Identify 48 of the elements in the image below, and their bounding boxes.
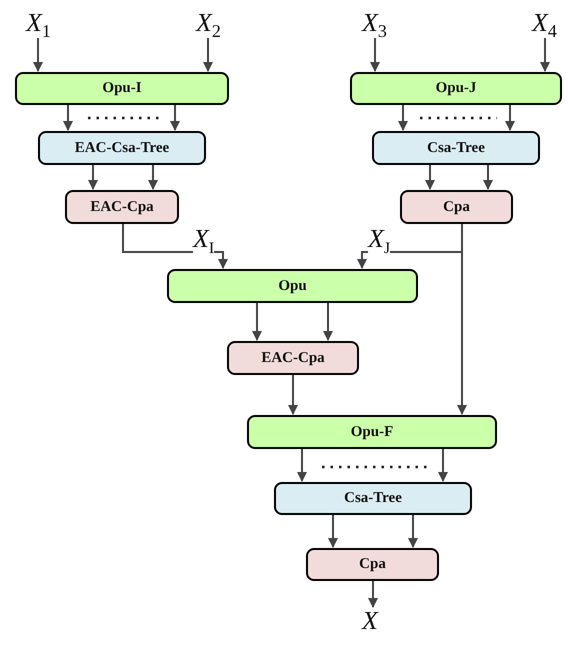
- variable-label: X$_{3}$: [362, 10, 387, 40]
- process-box: [247, 415, 497, 449]
- arrow: [505, 105, 515, 131]
- variable-label: X$_{2}$: [196, 10, 221, 40]
- arrow: [88, 165, 98, 190]
- variable-label: X$_{1}$: [26, 10, 51, 40]
- arrow: [483, 165, 493, 190]
- box-label: Cpa: [359, 556, 386, 573]
- arrow: [252, 303, 262, 341]
- process-box: [372, 131, 540, 165]
- variable-label: X$_{4}$: [532, 10, 557, 40]
- arrow: [148, 165, 158, 190]
- arrow: [425, 165, 435, 190]
- variable-label: X: [362, 608, 378, 634]
- arrow: [408, 515, 418, 548]
- process-box: [15, 72, 229, 105]
- arrow: [370, 38, 380, 72]
- box-label: EAC-Cpa: [90, 198, 154, 216]
- arrow: [540, 38, 550, 72]
- box-label: Csa-Tree: [427, 140, 485, 156]
- box-label: Opu-F: [350, 424, 394, 440]
- process-box: [227, 341, 359, 375]
- process-box: [350, 72, 562, 105]
- box-label: Opu-I: [102, 80, 142, 97]
- box-label: Cpa: [443, 198, 470, 216]
- process-box: [167, 269, 418, 303]
- box-label: EAC-Cpa: [261, 350, 325, 366]
- arrow: [328, 515, 338, 548]
- box-label: Csa-Tree: [344, 490, 402, 507]
- arrow: [368, 581, 378, 608]
- arrow: [457, 224, 467, 415]
- arrow: [170, 105, 180, 131]
- process-box: [38, 131, 206, 165]
- arrow: [323, 303, 333, 341]
- arrow: [288, 375, 298, 415]
- process-box: [400, 190, 513, 224]
- arrow: [297, 449, 307, 482]
- arrow: [203, 38, 213, 72]
- arrow: [398, 105, 408, 131]
- process-box: [65, 190, 179, 224]
- box-label: Opu-J: [436, 80, 476, 97]
- box-label: EAC-Csa-Tree: [74, 140, 170, 156]
- process-box: [306, 548, 439, 581]
- arrow: [438, 449, 448, 482]
- arrow: [33, 38, 43, 72]
- box-label: Opu: [278, 278, 307, 294]
- process-box: [274, 482, 472, 515]
- arrow: [63, 105, 73, 131]
